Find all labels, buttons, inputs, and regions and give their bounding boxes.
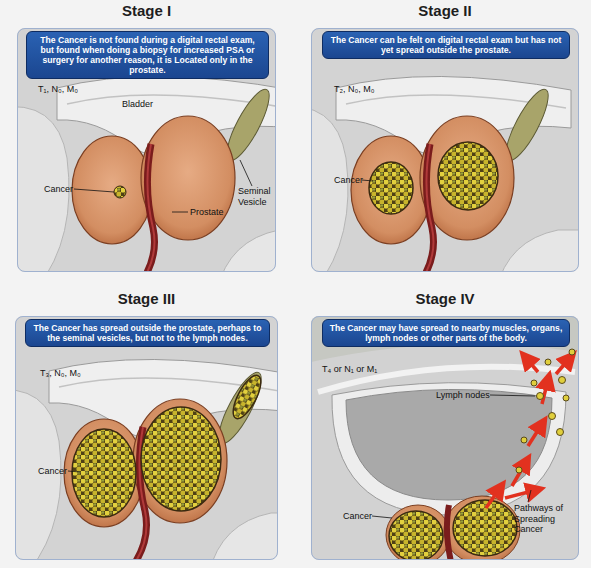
stage-panel: Stage IThe Cancer is not found during a …	[17, 28, 276, 272]
part-label: Cancer	[44, 184, 73, 195]
part-label: Prostate	[190, 207, 224, 218]
urethra	[447, 505, 451, 560]
anatomy-copy	[15, 359, 278, 560]
description-text: The Cancer can be felt on digital rectal…	[329, 35, 563, 55]
description-box: The Cancer is not found during a digital…	[26, 31, 269, 79]
stage-title: Stage III	[16, 290, 277, 307]
stage-panel: Stage IIThe Cancer can be felt on digita…	[311, 28, 579, 272]
leader-line	[490, 395, 535, 396]
part-label: T₂, N₀, M₀	[334, 84, 374, 95]
stage-one-art	[17, 28, 276, 272]
anatomy	[15, 359, 278, 560]
description-text: The Cancer may have spread to nearby mus…	[329, 323, 563, 343]
leader-line	[172, 212, 188, 213]
lymph-node	[569, 349, 575, 355]
stage-title: Stage IV	[312, 290, 578, 307]
spread-arrow	[486, 488, 500, 508]
part-label: Cancer	[343, 511, 372, 522]
bladder-lumen	[346, 389, 552, 500]
part-label: T₁, N₀, M₀	[38, 84, 78, 95]
lymph-node	[521, 437, 527, 443]
stage-title: Stage I	[18, 2, 275, 19]
anatomy	[311, 76, 579, 272]
spread-arrow	[542, 380, 548, 404]
spread-arrow	[512, 462, 526, 486]
part-label: Lymph nodes	[436, 390, 490, 401]
stage-title: Stage II	[312, 2, 578, 19]
stage-four-art	[311, 316, 579, 560]
lymph-node	[531, 380, 537, 386]
prostate-lobe	[386, 505, 450, 560]
spread-arrow	[526, 358, 538, 372]
lymph-node	[557, 429, 564, 436]
part-label: Cancer	[334, 175, 363, 186]
tumor	[438, 142, 498, 210]
anatomy-copy	[17, 76, 276, 272]
lymph-node	[516, 467, 522, 473]
spread-arrow	[528, 424, 542, 446]
stage-three-art	[15, 316, 278, 560]
lymph-node	[559, 377, 566, 384]
pelvic-tissue	[311, 316, 579, 362]
stage-panel: Stage IIIThe Cancer has spread outside t…	[15, 316, 278, 560]
anatomy	[17, 76, 276, 272]
part-label: Pathways of Spreading Cancer	[514, 503, 570, 535]
spread-arrow	[556, 358, 570, 374]
description-text: The Cancer has spread outside the prosta…	[32, 323, 263, 343]
tumor	[72, 429, 136, 517]
leader-line	[68, 471, 80, 472]
description-box: The Cancer has spread outside the prosta…	[25, 319, 270, 347]
part-label: Bladder	[122, 99, 153, 110]
tumor	[114, 186, 126, 198]
bladder-shape	[332, 383, 566, 515]
tumor	[453, 500, 517, 556]
leader-line	[528, 490, 531, 502]
tumor	[228, 372, 266, 423]
part-label: Seminal Vesicle	[238, 186, 276, 207]
description-text: The Cancer is not found during a digital…	[33, 35, 262, 75]
part-label: T₄ or N₁ or M₁	[322, 364, 377, 375]
leader-line	[74, 189, 114, 192]
lymph-node	[549, 413, 556, 420]
leader-line	[240, 160, 252, 186]
stage-two-art	[311, 28, 579, 272]
anatomy-copy	[311, 76, 579, 272]
description-box: The Cancer may have spread to nearby mus…	[322, 319, 570, 347]
description-box: The Cancer can be felt on digital rectal…	[322, 31, 570, 59]
tumor	[389, 511, 443, 560]
prostate-lobe	[444, 496, 520, 560]
spread-arrow	[505, 490, 536, 498]
part-label: Cancer	[38, 466, 67, 477]
spread-arrows	[486, 358, 570, 508]
lymph-node	[537, 393, 544, 400]
part-label: T₃, N₀, M₀	[40, 368, 81, 379]
lymph-node	[563, 395, 569, 401]
tumor	[369, 162, 413, 214]
lymph-node	[545, 359, 551, 365]
tumor	[141, 407, 221, 511]
leader-line	[372, 516, 392, 518]
lymph-nodes	[516, 349, 575, 473]
leader-line	[362, 180, 373, 181]
